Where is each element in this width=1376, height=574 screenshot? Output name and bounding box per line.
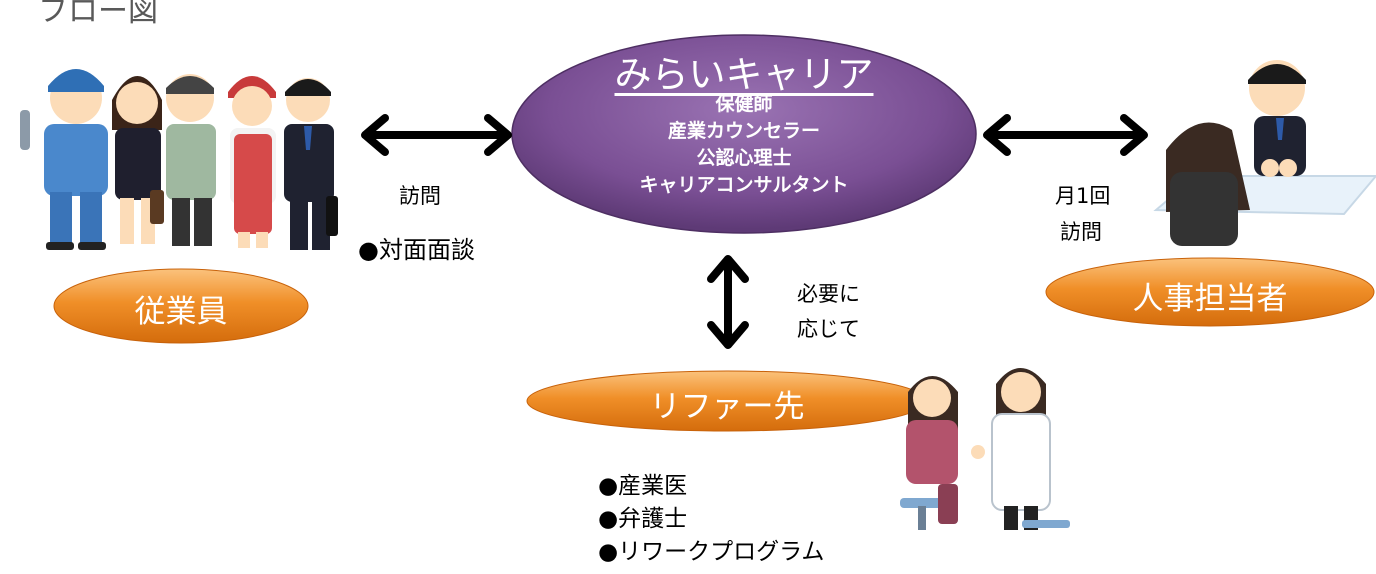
referral-edge-label-line2: 応じて (797, 317, 860, 341)
referral-node-label: リファー先 (649, 389, 805, 425)
page-title: フロー図 (38, 0, 158, 29)
referral-list-item: ●産業医 (598, 473, 688, 499)
hr-meeting-illustration (1153, 60, 1376, 246)
employees-node-label: 従業員 (134, 294, 228, 330)
referral-list-item: ●リワークプログラム (598, 539, 825, 565)
referral-list-item: ●弁護士 (598, 506, 688, 532)
hr-edge-label-line2: 訪問 (1060, 220, 1102, 244)
center-node-title-text: みらいキャリア (614, 53, 874, 96)
employees-center-arrow (361, 114, 512, 156)
office-woman-figure (112, 76, 164, 244)
doctor-patient-illustration (900, 368, 1070, 530)
role-item: 産業カウンセラー (667, 120, 820, 142)
apron-woman-figure (228, 76, 276, 248)
role-item: 公認心理士 (696, 147, 792, 169)
employees-node-shape (53, 268, 309, 344)
hr-node-label: 人事担当者 (1132, 281, 1288, 317)
referral-edge-label-line1: 必要に (797, 282, 860, 306)
center-referral-arrow (707, 255, 749, 349)
employees-edge-method: ●対面面談 (358, 236, 475, 264)
employees-edge-label: 訪問 (399, 184, 441, 208)
center-node-title: みらいキャリア (511, 44, 977, 98)
center-node-shape (511, 34, 977, 234)
center-node-roles: 保健師 産業カウンセラー 公認心理士 キャリアコンサルタント (511, 91, 977, 199)
center-hr-arrow (983, 114, 1148, 156)
hr-node-shape (1045, 257, 1375, 327)
older-man-figure (166, 74, 216, 246)
role-item: 保健師 (715, 93, 773, 115)
worker-figure (20, 69, 108, 250)
role-item: キャリアコンサルタント (639, 174, 849, 196)
suit-man-figure (284, 78, 338, 250)
employees-illustration (20, 69, 338, 250)
referral-list: ●産業医 ●弁護士 ●リワークプログラム (598, 470, 824, 569)
hr-edge-label-line1: 月1回 (1055, 184, 1111, 208)
